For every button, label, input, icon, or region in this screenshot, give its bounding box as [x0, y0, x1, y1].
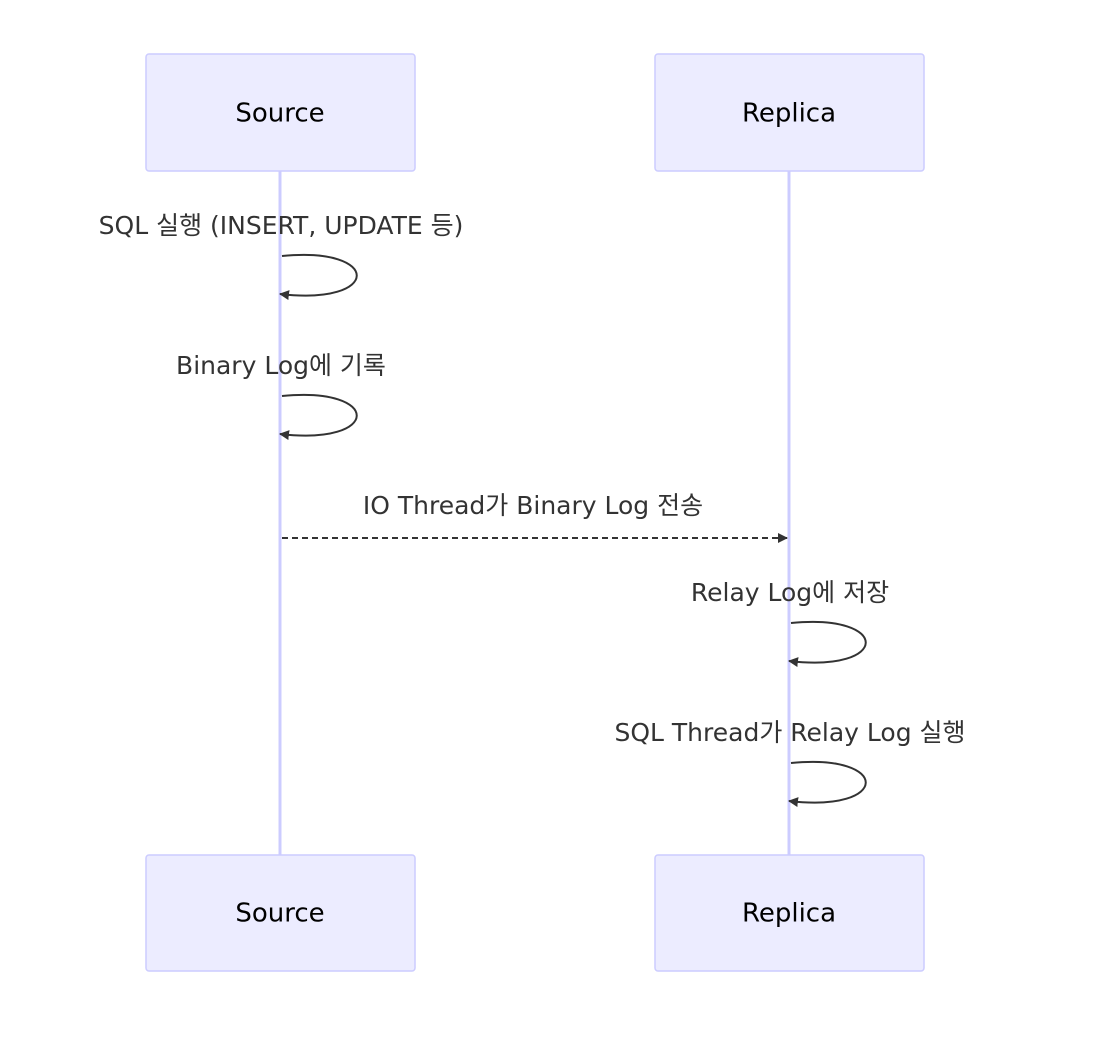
actor-replica-bottom: Replica [654, 854, 925, 972]
message-5-loop-arrow [788, 760, 867, 808]
message-4: Relay Log에 저장 [691, 578, 889, 668]
message-1-loop-arrow [279, 253, 358, 301]
actor-source-bottom: Source [145, 854, 416, 972]
message-3-label: IO Thread가 Binary Log 전송 [363, 491, 703, 520]
actor-source-top-label: Source [235, 99, 324, 129]
message-4-loop-arrow [788, 620, 867, 668]
message-5-label: SQL Thread가 Relay Log 실행 [614, 718, 965, 747]
message-5: SQL Thread가 Relay Log 실행 [614, 718, 966, 808]
actor-replica-top: Replica [654, 53, 925, 172]
message-2-loop-arrow [279, 393, 358, 441]
message-2: Binary Log에 기록 [176, 351, 386, 441]
actor-source-bottom-label: Source [235, 899, 324, 929]
message-1-label: SQL 실행 (INSERT, UPDATE 등) [99, 211, 464, 240]
message-4-label: Relay Log에 저장 [691, 578, 889, 607]
message-1: SQL 실행 (INSERT, UPDATE 등) [99, 211, 464, 301]
message-2-label: Binary Log에 기록 [176, 351, 386, 380]
actor-replica-top-label: Replica [742, 99, 836, 129]
message-3: IO Thread가 Binary Log 전송 [282, 491, 788, 543]
actor-source-top: Source [145, 53, 416, 172]
actor-replica-bottom-label: Replica [742, 899, 836, 929]
